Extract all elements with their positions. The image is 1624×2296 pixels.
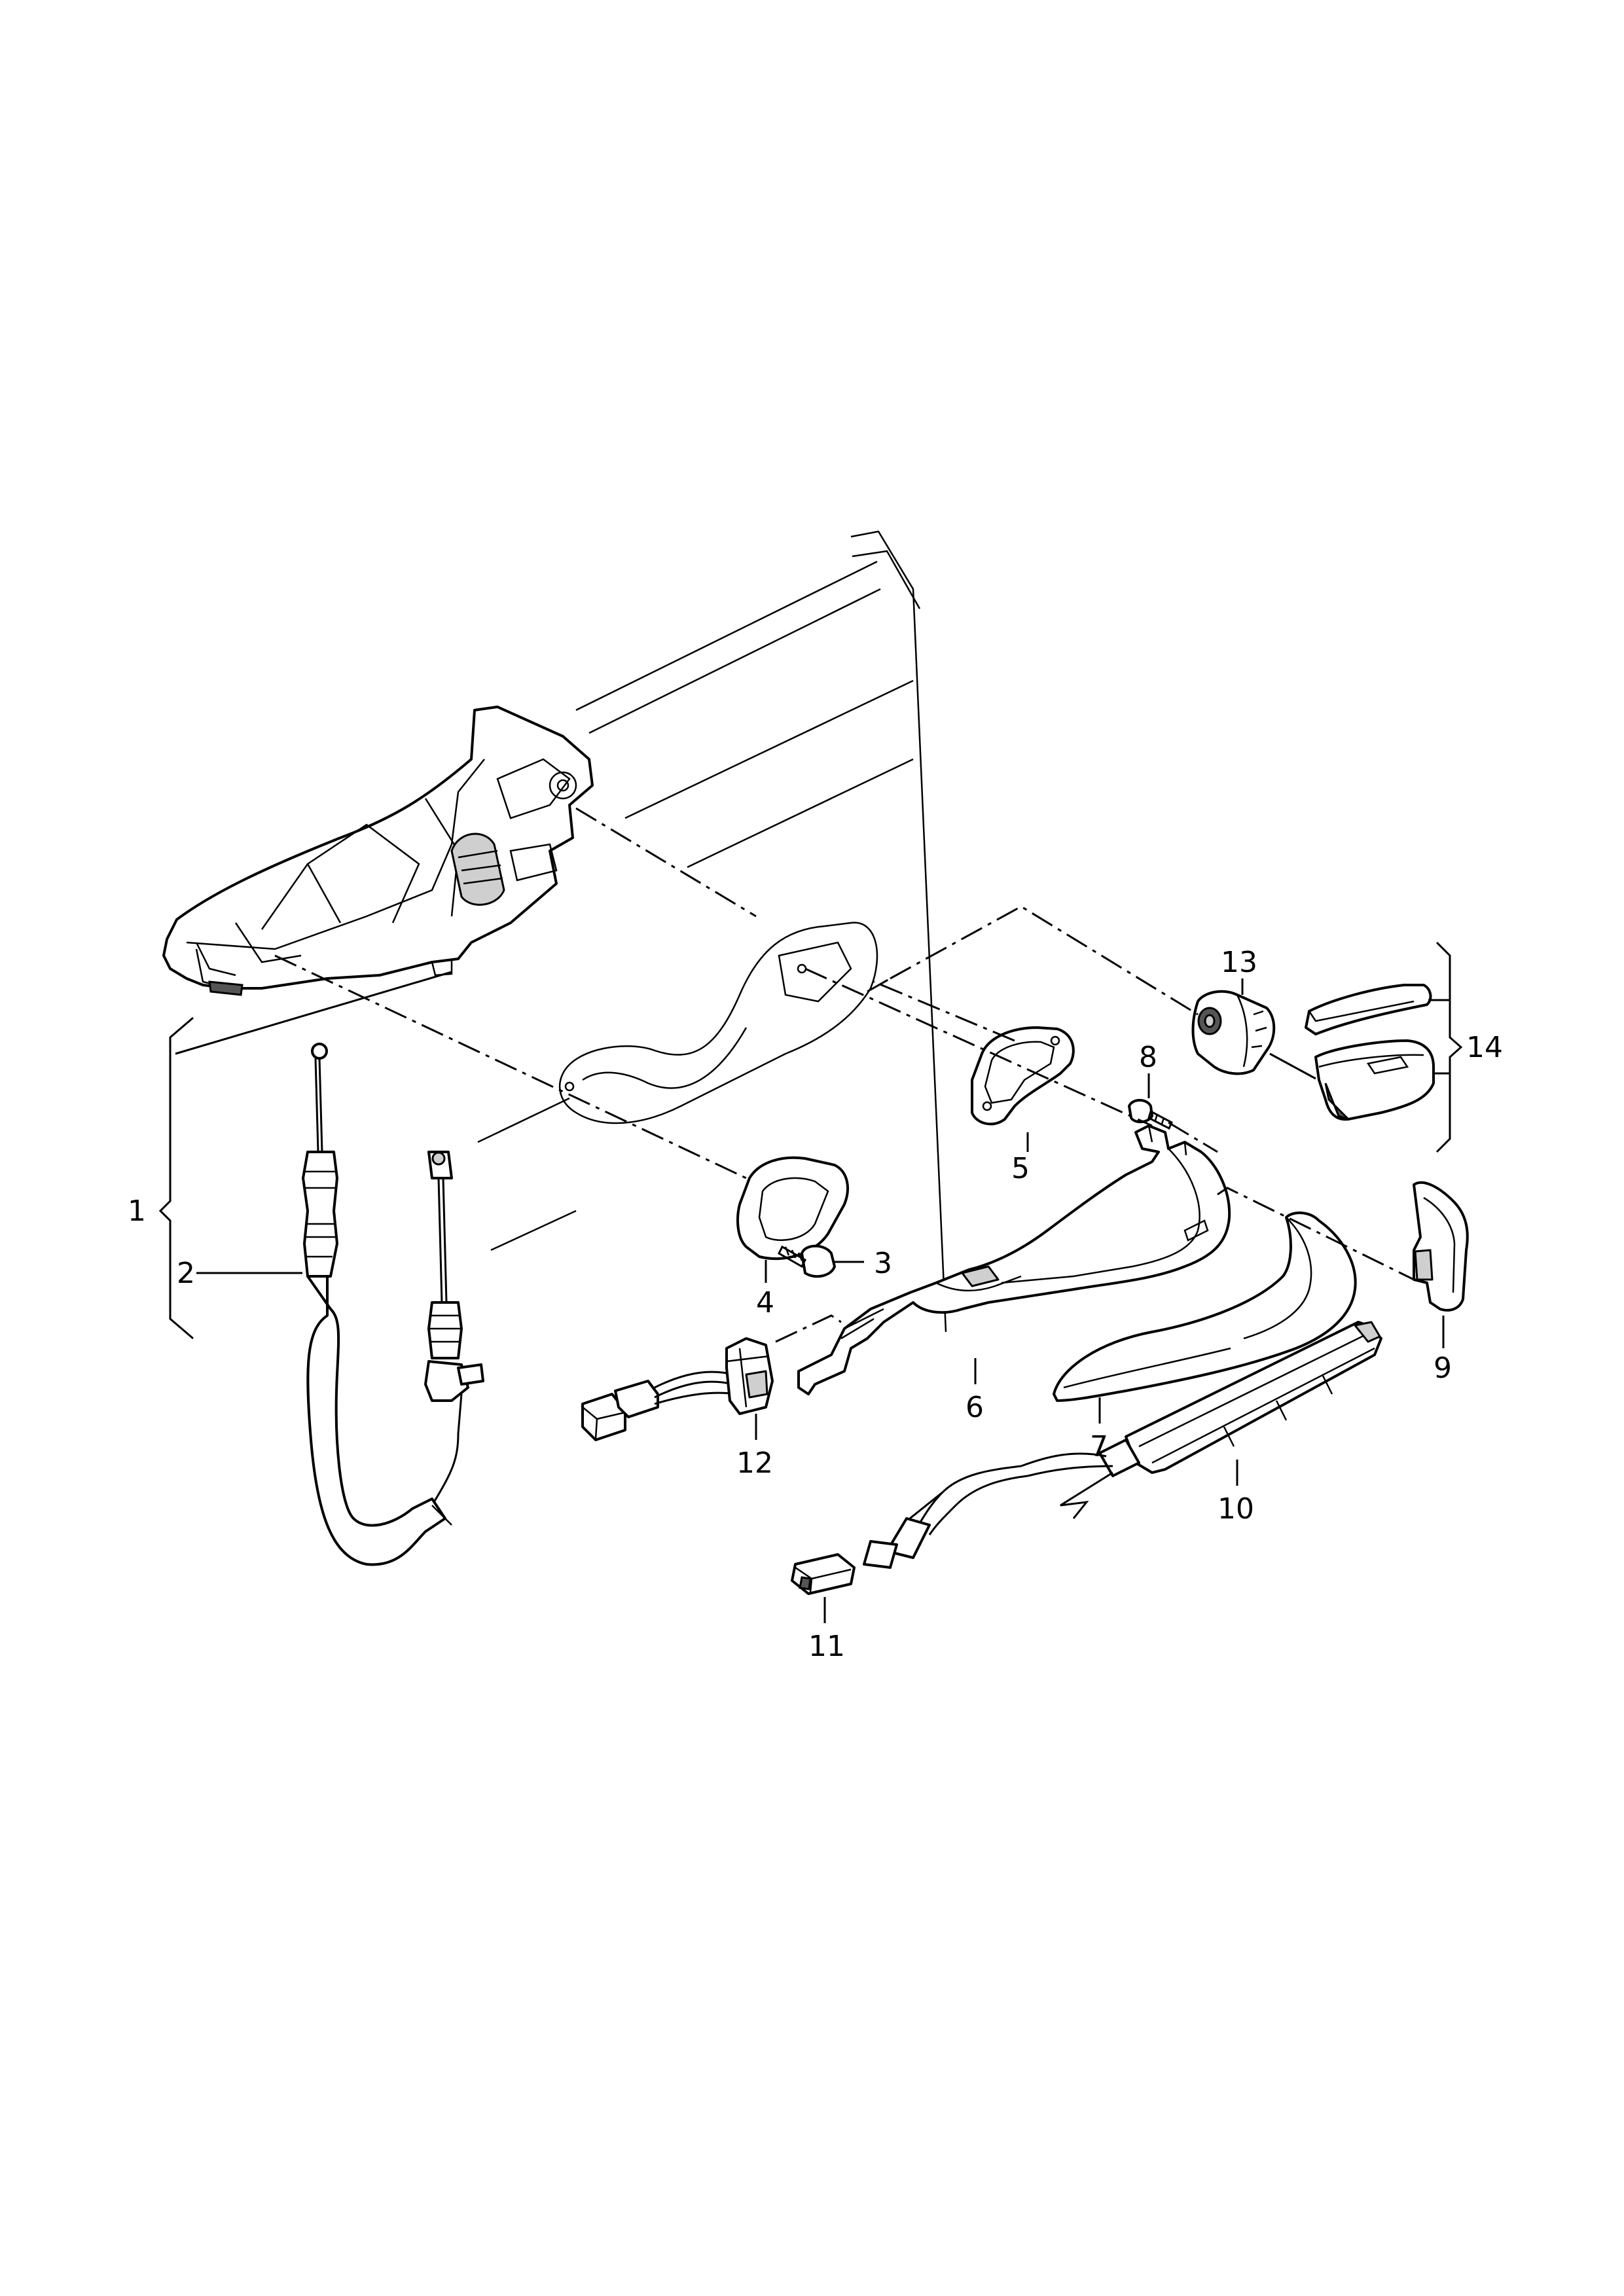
callout-14: 14 <box>1466 1031 1503 1064</box>
screw-8: 8 <box>1128 1041 1173 1130</box>
lock-cylinder-13: 13 <box>1191 946 1276 1075</box>
callout-2: 2 <box>177 1257 195 1290</box>
callout-4: 4 <box>756 1286 774 1319</box>
callout-6: 6 <box>965 1391 984 1424</box>
harness-12: 12 <box>581 1337 774 1480</box>
callout-12: 12 <box>736 1446 773 1480</box>
bowden-cable: 2 <box>177 1043 484 1566</box>
assembly-lines <box>274 807 1415 1343</box>
gasket-4: 4 <box>736 1156 849 1319</box>
handle-cap-7: 7 <box>1053 1211 1357 1463</box>
cap-set-14: 14 <box>1269 941 1503 1153</box>
callout-11: 11 <box>808 1630 845 1663</box>
handle-carrier <box>162 706 594 996</box>
callout-9: 9 <box>1434 1352 1452 1385</box>
handle-6: 6 <box>797 1124 1231 1424</box>
callout-13: 13 <box>1221 946 1257 979</box>
screw-3: 3 <box>778 1244 892 1280</box>
door-panel <box>477 530 947 1333</box>
sensor-strip-10: 10 <box>863 1321 1382 1569</box>
bracket-1: 1 <box>128 971 452 1340</box>
gasket-5: 5 <box>971 1026 1075 1185</box>
handle-recess <box>558 922 878 1124</box>
callout-10: 10 <box>1218 1492 1254 1526</box>
callout-5: 5 <box>1011 1152 1030 1185</box>
callout-8: 8 <box>1139 1041 1157 1074</box>
connector-11: 11 <box>791 1553 856 1663</box>
end-cap-9: 9 <box>1413 1181 1469 1385</box>
callout-1: 1 <box>128 1194 146 1228</box>
callout-3: 3 <box>874 1247 892 1280</box>
